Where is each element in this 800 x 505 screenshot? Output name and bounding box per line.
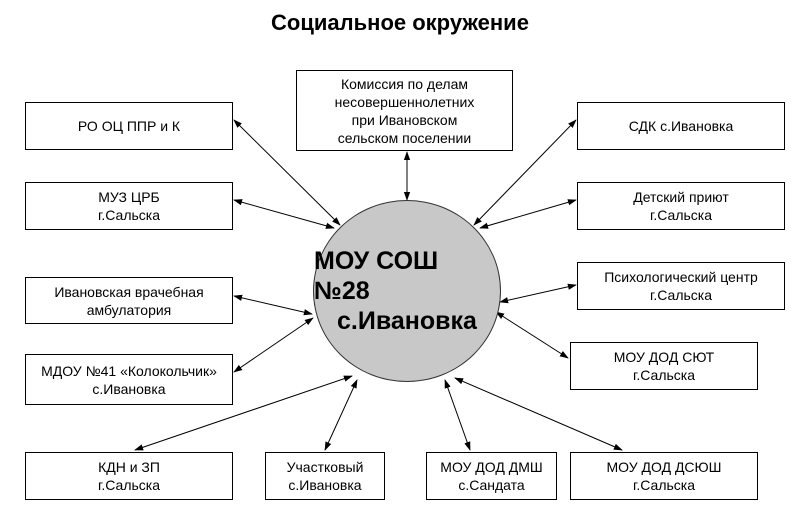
center-line-2: с.Ивановка bbox=[337, 307, 477, 335]
node-text: с.Ивановка bbox=[288, 477, 362, 493]
node-muz-crb: МУЗ ЦРБ г.Сальска bbox=[25, 182, 233, 230]
node-shelter: Детский приют г.Сальска bbox=[577, 182, 785, 230]
arrow-syut bbox=[495, 311, 569, 359]
node-text: г.Сальска bbox=[632, 367, 696, 383]
node-psych: Психологический центр г.Сальска bbox=[577, 262, 785, 310]
center-line-1: МОУ СОШ №28 bbox=[314, 247, 439, 305]
node-police: Участковый с.Ивановка bbox=[265, 452, 385, 500]
node-dmsh: МОУ ДОД ДМШ с.Сандата bbox=[426, 452, 557, 500]
node-text: Детский приют bbox=[633, 189, 729, 205]
node-text: МДОУ №41 «Колокольчик» bbox=[41, 362, 217, 379]
node-mdou: МДОУ №41 «Колокольчик» с.Ивановка bbox=[25, 354, 233, 405]
node-text: г.Сальска bbox=[649, 207, 713, 223]
node-sdk: СДК с.Ивановка bbox=[577, 102, 785, 150]
arrow-dmsh bbox=[444, 379, 471, 451]
node-text: Участковый bbox=[286, 459, 364, 475]
center-node-school: МОУ СОШ №28 с.Ивановка bbox=[313, 200, 501, 382]
node-text: г.Сальска bbox=[649, 287, 713, 303]
node-text: РО ОЦ ППР и К bbox=[77, 118, 181, 134]
node-text: Комиссия по делам bbox=[340, 75, 468, 92]
node-text: сельском поселении bbox=[337, 129, 472, 146]
node-kdn: КДН и ЗП г.Сальска bbox=[25, 452, 233, 500]
node-text: при Ивановском bbox=[351, 111, 458, 128]
arrow-kdn bbox=[134, 375, 353, 451]
node-text: несовершеннолетних bbox=[334, 93, 475, 110]
node-text: с.Ивановка bbox=[92, 380, 166, 397]
node-text: МУЗ ЦРБ bbox=[98, 189, 160, 205]
node-text: Ивановская врачебная bbox=[54, 283, 204, 300]
node-text: МОУ ДОД ДСЮШ bbox=[606, 459, 722, 475]
diagram-title: Социальное окружение bbox=[271, 10, 529, 35]
node-dsyush: МОУ ДОД ДСЮШ г.Сальска bbox=[570, 452, 758, 500]
node-text: МОУ ДОД СЮТ bbox=[613, 349, 715, 365]
node-text: СДК с.Ивановка bbox=[628, 118, 734, 134]
arrow-ambulatory bbox=[233, 294, 313, 316]
node-text: МОУ ДОД ДМШ bbox=[440, 459, 543, 475]
arrow-mdou bbox=[233, 317, 314, 373]
arrow-dsyush bbox=[454, 377, 623, 451]
node-text: с.Сандата bbox=[458, 477, 525, 493]
arrow-shelter bbox=[479, 199, 577, 229]
node-text: амбулатория bbox=[86, 301, 172, 318]
node-text: г.Сальска bbox=[97, 207, 161, 223]
node-syut: МОУ ДОД СЮТ г.Сальска bbox=[570, 342, 758, 390]
arrow-psych bbox=[499, 283, 577, 304]
node-text: г.Сальска bbox=[632, 477, 696, 493]
node-commission: Комиссия по делам несовершеннолетних при… bbox=[296, 70, 513, 151]
arrow-police bbox=[324, 379, 358, 451]
arrow-muz-crb bbox=[233, 199, 335, 229]
node-text: КДН и ЗП bbox=[98, 459, 160, 475]
node-ambulatory: Ивановская врачебная амбулатория bbox=[25, 277, 233, 324]
node-text: г.Сальска bbox=[97, 477, 161, 493]
node-text: Психологический центр bbox=[604, 269, 758, 285]
node-ro-oc: РО ОЦ ППР и К bbox=[25, 102, 233, 150]
